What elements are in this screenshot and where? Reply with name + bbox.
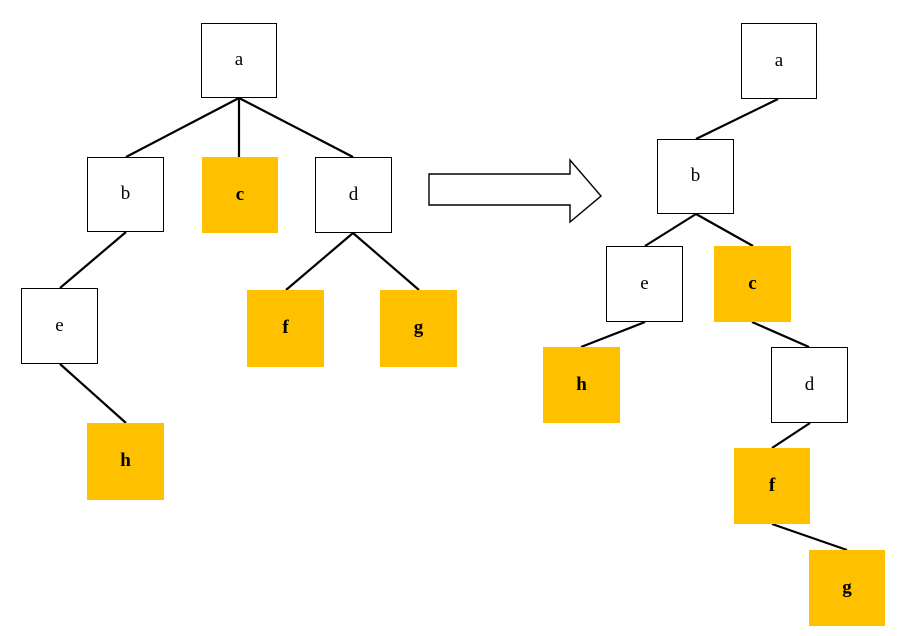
tree-node-e[interactable]: e [606, 246, 683, 322]
tree-node-f[interactable]: f [247, 290, 324, 367]
tree-node-label: f [768, 474, 776, 496]
tree-node-f[interactable]: f [734, 448, 810, 524]
tree-node-c[interactable]: c [714, 246, 791, 322]
tree-node-label: f [282, 317, 289, 338]
tree-node-a[interactable]: a [741, 23, 817, 99]
tree-node-label: c [748, 272, 757, 294]
tree-node-label: d [348, 183, 359, 205]
tree-node-label: d [804, 373, 815, 395]
tree-node-label: e [55, 314, 64, 336]
tree-node-d[interactable]: d [315, 157, 392, 233]
tree-edge-b-e [644, 213, 697, 247]
tree-edge-d-f [285, 232, 354, 291]
tree-node-label: g [413, 317, 424, 338]
tree-node-label: b [120, 183, 131, 204]
tree-node-label: h [120, 450, 131, 471]
tree-node-h[interactable]: h [543, 347, 620, 423]
tree-edge-d-f [771, 422, 811, 449]
tree-node-h[interactable]: h [87, 423, 164, 500]
tree-node-label: c [235, 183, 245, 205]
tree-node-label: a [234, 49, 244, 70]
tree-node-label: g [842, 576, 852, 598]
tree-edge-e-h [59, 363, 127, 424]
tree-node-a[interactable]: a [201, 23, 277, 98]
tree-edge-d-g [352, 232, 420, 291]
tree-node-d[interactable]: d [771, 347, 848, 423]
tree-edge-b-e [59, 231, 127, 289]
tree-edge-b-c [695, 213, 754, 247]
tree-edge-a-b [695, 98, 779, 140]
right-arrow-icon [428, 158, 602, 224]
tree-node-label: a [774, 49, 784, 71]
tree-edge-a-d [238, 97, 354, 158]
tree-node-label: e [640, 272, 649, 294]
tree-node-g[interactable]: g [380, 290, 457, 367]
tree-edge-e-h [580, 320, 646, 349]
tree-node-e[interactable]: e [21, 288, 98, 364]
tree-node-label: b [690, 165, 701, 186]
tree-edge-f-g [771, 522, 848, 552]
tree-node-g[interactable]: g [809, 550, 885, 626]
tree-node-label: h [576, 373, 587, 395]
tree-edge-a-b [125, 97, 240, 158]
tree-edge-c-d [751, 320, 810, 349]
tree-node-b[interactable]: b [87, 157, 164, 232]
tree-node-b[interactable]: b [657, 139, 734, 214]
tree-node-c[interactable]: c [202, 157, 278, 233]
